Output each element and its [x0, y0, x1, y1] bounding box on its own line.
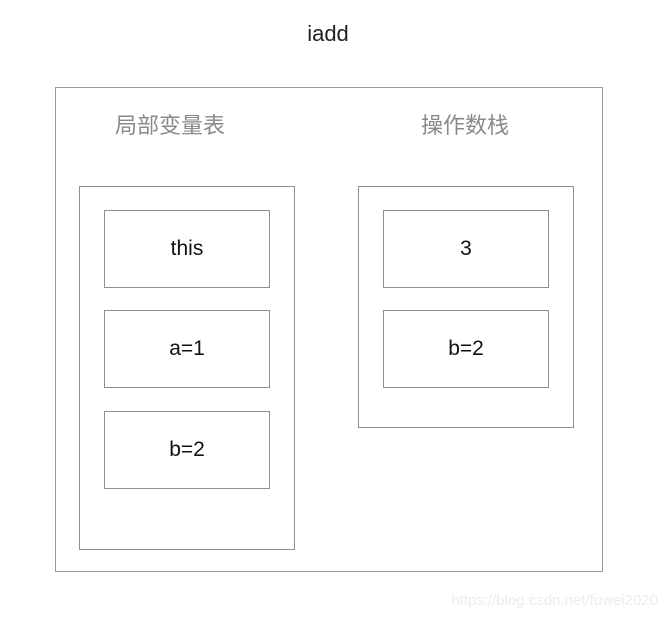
local-variables-table: this a=1 b=2	[79, 186, 295, 550]
operand-stack-slot: b=2	[383, 310, 549, 388]
local-variable-slot: a=1	[104, 310, 270, 388]
local-variables-label: 局部变量表	[114, 114, 225, 139]
operand-stack-slot: 3	[383, 210, 549, 288]
operand-stack-label: 操作数栈	[420, 114, 509, 139]
local-variable-slot: this	[104, 210, 270, 288]
stack-frame	[55, 87, 603, 572]
watermark: https://blog.csdn.net/fuwei2020	[451, 592, 658, 609]
diagram-title: iadd	[307, 21, 349, 46]
operand-stack: 3 b=2	[358, 186, 574, 428]
local-variable-slot: b=2	[104, 411, 270, 489]
